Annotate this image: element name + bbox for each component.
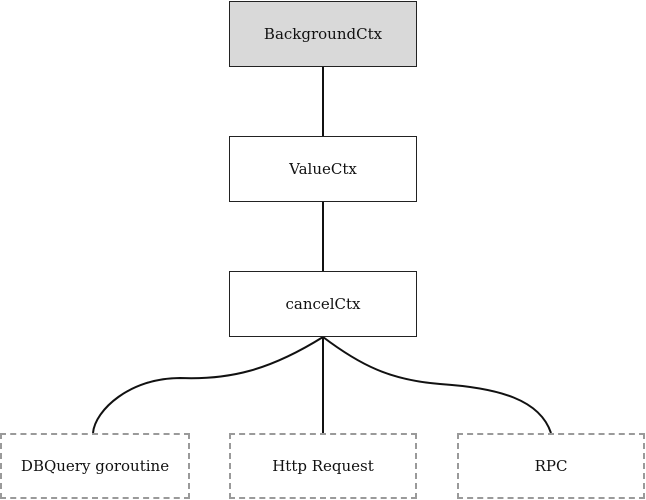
- node-http-request-label: Http Request: [272, 457, 374, 475]
- node-http-request: Http Request: [229, 433, 417, 499]
- node-value-ctx-label: ValueCtx: [289, 160, 357, 178]
- node-cancel-ctx: cancelCtx: [229, 271, 417, 337]
- node-rpc: RPC: [457, 433, 645, 499]
- node-cancel-ctx-label: cancelCtx: [285, 295, 361, 313]
- connector-cancel-to-rpc: [322, 336, 552, 434]
- node-dbquery-goroutine: DBQuery goroutine: [0, 433, 190, 499]
- connector-cancel-to-dbquery: [92, 336, 324, 434]
- node-dbquery-goroutine-label: DBQuery goroutine: [20, 457, 170, 475]
- node-value-ctx: ValueCtx: [229, 136, 417, 202]
- node-rpc-label: RPC: [534, 457, 568, 475]
- node-background-ctx-label: BackgroundCtx: [263, 25, 383, 43]
- node-background-ctx: BackgroundCtx: [229, 1, 417, 67]
